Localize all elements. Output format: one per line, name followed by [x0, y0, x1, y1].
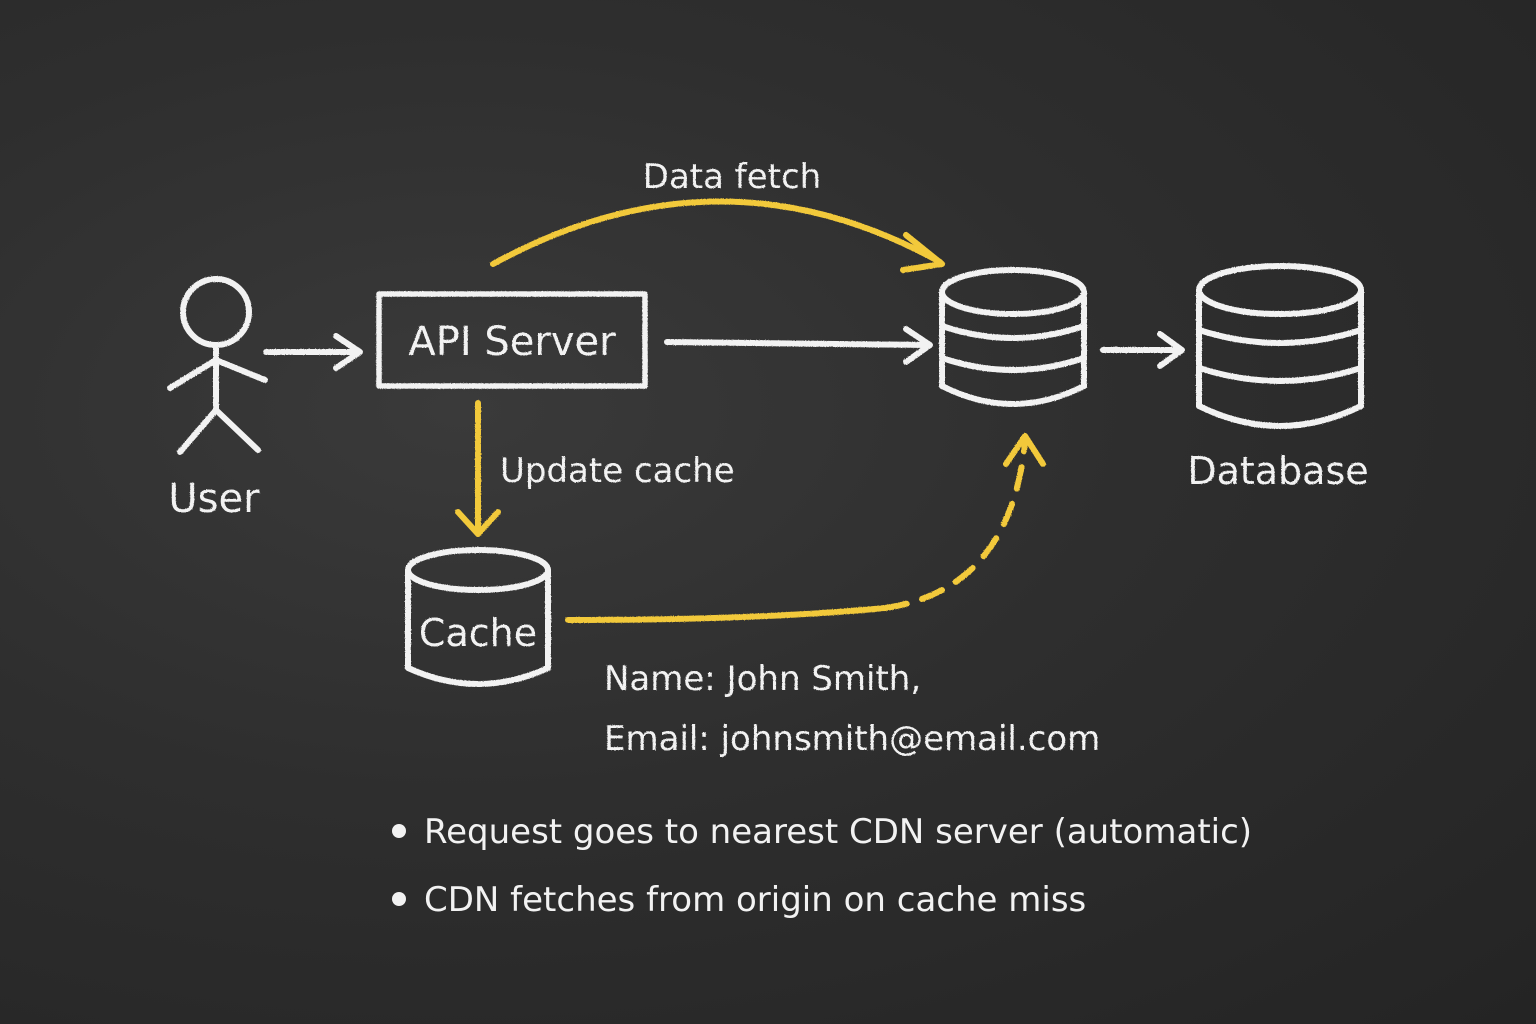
database-cylinder-icon — [1196, 263, 1364, 429]
notes-list: Request goes to nearest CDN server (auto… — [392, 812, 1252, 948]
arrow-store-to-database — [1100, 331, 1185, 369]
note-text: Request goes to nearest CDN server (auto… — [424, 812, 1253, 852]
user-icon — [167, 276, 268, 455]
api-server-box — [376, 291, 648, 389]
arrow-data-fetch — [490, 198, 945, 273]
cache-cylinder-icon — [405, 547, 551, 687]
note-item: Request goes to nearest CDN server (auto… — [392, 812, 1252, 852]
database-cylinder-icon — [939, 267, 1087, 407]
note-item: CDN fetches from origin on cache miss — [392, 880, 1252, 920]
arrow-user-to-api — [263, 333, 363, 371]
user-label: User — [168, 476, 260, 522]
data-fetch-label: Data fetch — [643, 157, 821, 197]
note-text: CDN fetches from origin on cache miss — [424, 880, 1087, 920]
bullet-icon — [392, 891, 406, 906]
api-server-label: API Server — [408, 319, 616, 365]
update-cache-label: Update cache — [500, 451, 735, 491]
arrow-cache-to-store — [565, 433, 1046, 623]
database-label: Database — [1187, 449, 1368, 493]
bullet-icon — [392, 823, 406, 838]
arrow-api-to-store — [664, 326, 933, 365]
arrow-update-cache — [455, 400, 501, 537]
record-name: Name: John Smith, — [604, 659, 921, 699]
record-email: Email: johnsmith@email.com — [604, 719, 1100, 759]
cache-label: Cache — [419, 611, 537, 655]
